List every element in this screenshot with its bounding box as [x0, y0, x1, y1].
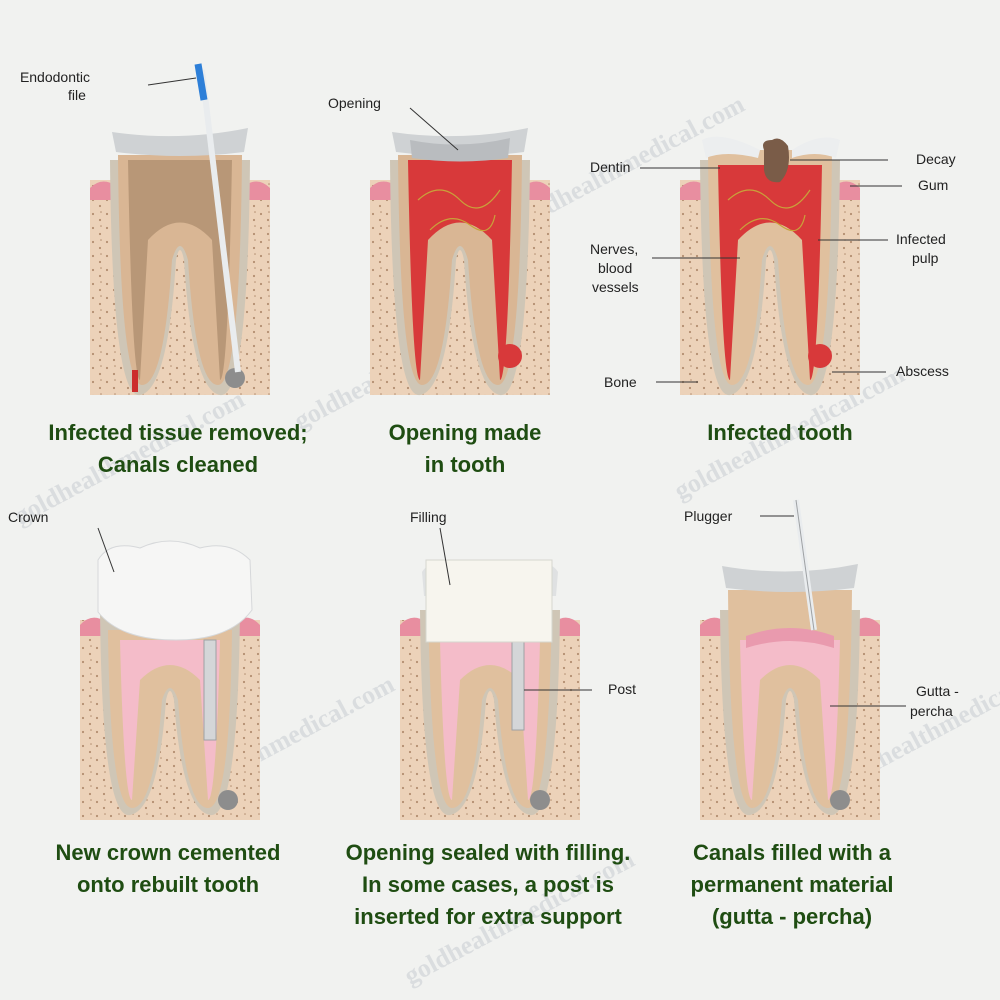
nerves	[727, 189, 811, 232]
pulp-label-1: Infected	[896, 231, 946, 247]
enamel-cap	[702, 136, 760, 158]
gum-left	[400, 617, 426, 636]
filling-label: Filling	[410, 509, 447, 525]
caption-filling-1: Opening sealed with filling.	[346, 840, 631, 865]
file-label-1: Endodontic	[20, 69, 90, 85]
endodontic-file	[199, 69, 241, 373]
panel-crown: Crown	[8, 509, 260, 820]
opening-hole	[410, 138, 510, 162]
nerves-label-3: vessels	[592, 279, 639, 295]
caption-cleaned-1: Infected tissue removed;	[48, 420, 307, 445]
crown	[97, 540, 253, 641]
gum-label: Gum	[918, 177, 948, 193]
opening-leader	[409, 107, 459, 151]
gutta-label-2: percha	[910, 703, 953, 719]
panel-infected: Dentin Nerves, blood vessels Bone Decay …	[590, 136, 956, 396]
gum-left	[680, 181, 706, 200]
gum-right	[854, 617, 880, 636]
apex-gray	[218, 790, 238, 810]
gum-left	[90, 181, 116, 200]
pulp-label-2: pulp	[912, 250, 939, 266]
crown-leader	[97, 527, 115, 573]
pulp-empty	[128, 160, 232, 380]
gum-left	[80, 617, 106, 636]
caption-filling-3: inserted for extra support	[354, 904, 622, 929]
file-leader	[147, 77, 197, 86]
nerves	[417, 189, 501, 232]
decay	[763, 138, 789, 183]
panel-opening: Opening	[328, 95, 550, 396]
apex-gray	[530, 790, 550, 810]
gum-right	[244, 181, 270, 200]
caption-opening-2: in tooth	[425, 452, 506, 477]
gum-right	[554, 617, 580, 636]
apex-gray	[225, 368, 245, 388]
post-label: Post	[608, 681, 636, 697]
file-label-2: file	[68, 87, 86, 103]
caption-cleaned-2: Canals cleaned	[98, 452, 258, 477]
enamel-cap-right	[792, 137, 840, 158]
enamel-cap	[722, 564, 858, 592]
root-tip-left	[132, 370, 138, 392]
caption-gutta-1: Canals filled with a	[693, 840, 892, 865]
crown-label: Crown	[8, 509, 48, 525]
pulp-red	[408, 160, 512, 380]
abscess-bulb	[498, 344, 522, 368]
gum-left	[370, 181, 396, 200]
bone-label: Bone	[604, 374, 637, 390]
filling-leader	[439, 527, 451, 586]
plugger-label: Plugger	[684, 508, 733, 524]
post	[203, 639, 217, 741]
canal-filled	[740, 640, 840, 800]
apex-gray	[830, 790, 850, 810]
decay-label: Decay	[916, 151, 956, 167]
enamel-cap	[112, 128, 248, 156]
pulp-chamber	[746, 628, 834, 648]
pulp-infected	[718, 165, 822, 380]
gum-left	[700, 617, 726, 636]
caption-gutta-3: (gutta - percha)	[712, 904, 872, 929]
nerves-label-1: Nerves,	[590, 241, 638, 257]
gum-right	[524, 181, 550, 200]
filling	[425, 559, 553, 643]
dentin-label: Dentin	[590, 159, 630, 175]
abscess-label: Abscess	[896, 363, 949, 379]
abscess-bulb	[808, 344, 832, 368]
plugger-outline	[795, 499, 815, 631]
caption-gutta-2: permanent material	[691, 872, 894, 897]
canal-filled	[440, 640, 540, 800]
endodontic-file-handle	[194, 63, 208, 101]
caption-crown-2: onto rebuilt tooth	[77, 872, 259, 897]
caption-filling-2: In some cases, a post is	[362, 872, 614, 897]
panel-filling: Filling Post	[400, 509, 636, 820]
caption-crown-1: New crown cemented	[56, 840, 281, 865]
caption-opening-1: Opening made	[389, 420, 542, 445]
panel-gutta: Plugger Gutta - percha	[684, 499, 959, 820]
nerves-label-2: blood	[598, 260, 632, 276]
gutta-label-1: Gutta -	[916, 683, 959, 699]
caption-infected: Infected tooth	[707, 420, 852, 445]
panel-cleaned: Endodontic file	[20, 63, 270, 396]
opening-label: Opening	[328, 95, 381, 111]
